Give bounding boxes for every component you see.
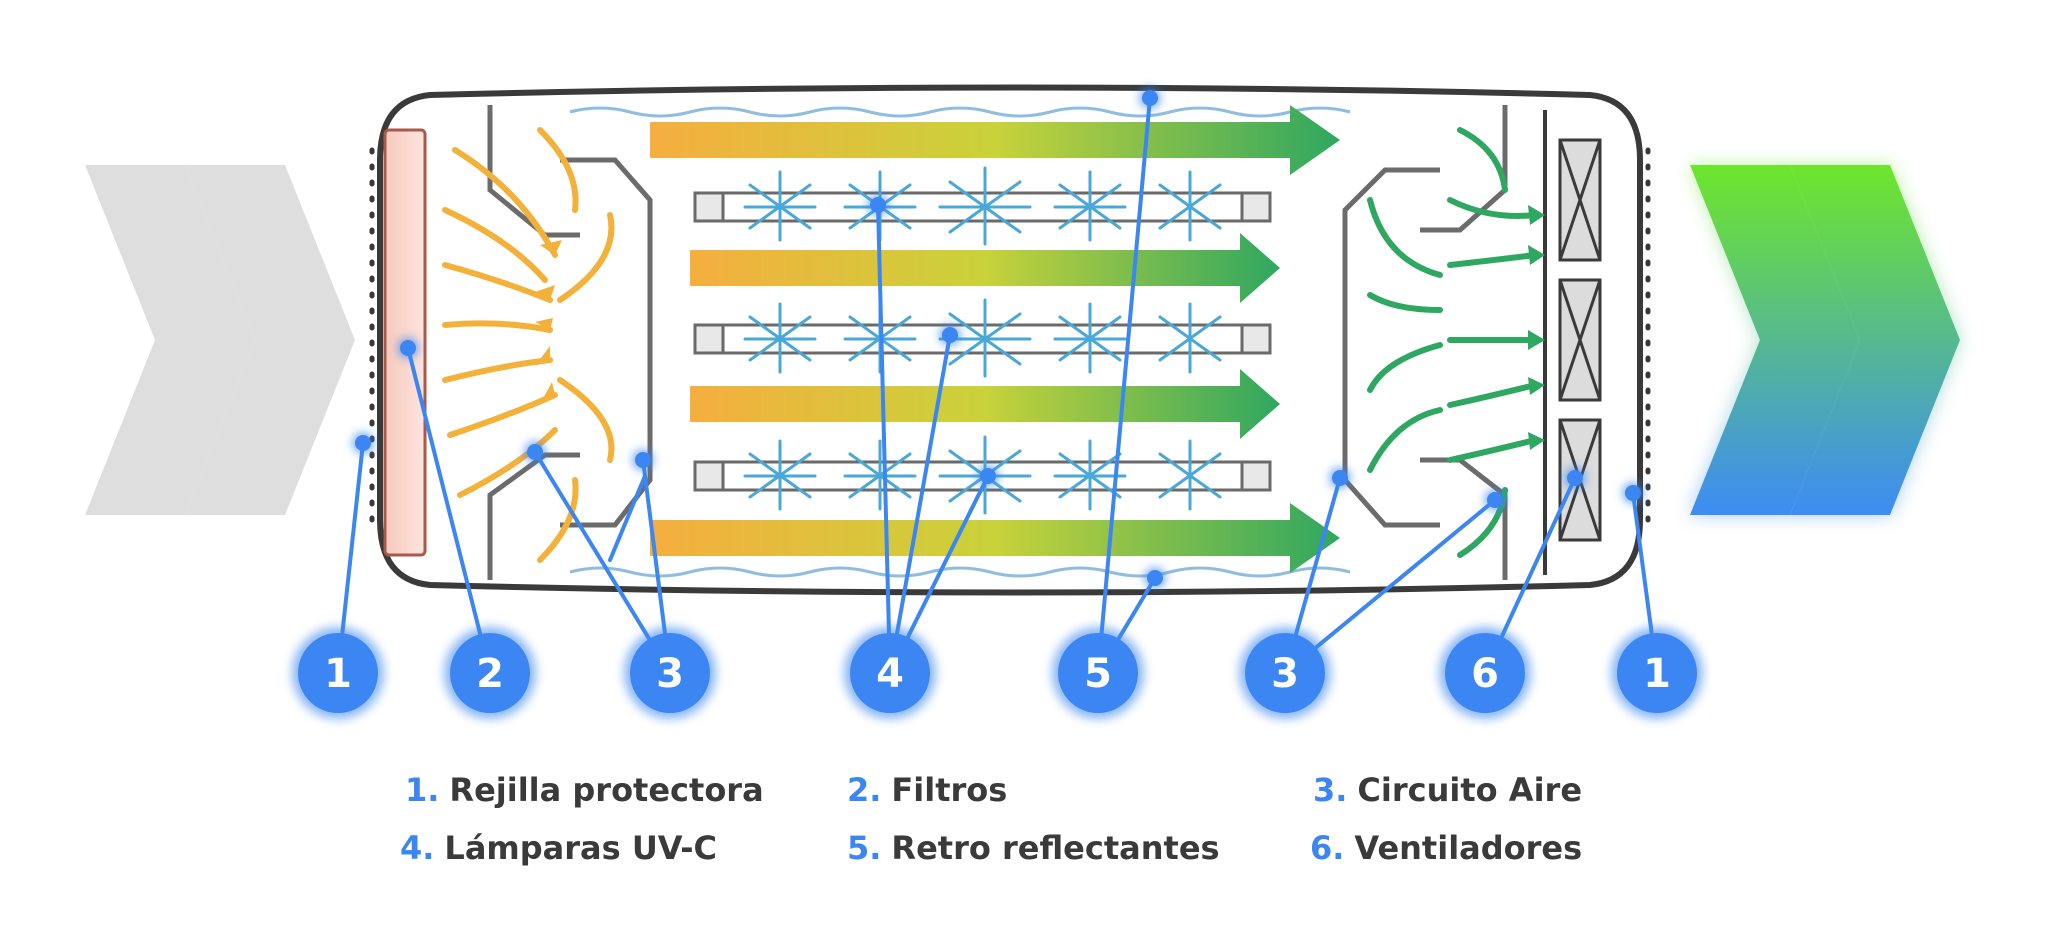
legend-item: 4.Lámparas UV-C bbox=[400, 828, 717, 868]
badge-1-right: 1 bbox=[1611, 627, 1703, 719]
legend-item: 5.Retro reflectantes bbox=[847, 828, 1220, 868]
badge-3-right: 3 bbox=[1239, 627, 1331, 719]
outlet-airflow bbox=[1367, 127, 1538, 558]
legend-item: 1.Rejilla protectora bbox=[405, 770, 764, 810]
legend-number: 6. bbox=[1310, 829, 1345, 867]
legend-label: Circuito Aire bbox=[1357, 771, 1583, 809]
badge-number: 5 bbox=[1084, 651, 1112, 697]
reflector-top bbox=[569, 106, 1351, 118]
badge-4: 4 bbox=[844, 627, 936, 719]
badge-3-left: 3 bbox=[624, 627, 716, 719]
badge-2: 2 bbox=[444, 627, 536, 719]
badge-number: 1 bbox=[324, 651, 352, 697]
badge-number: 6 bbox=[1471, 651, 1499, 697]
legend-label: Retro reflectantes bbox=[891, 829, 1220, 867]
legend-label: Filtros bbox=[891, 771, 1008, 809]
reflector-bottom bbox=[569, 566, 1351, 578]
legend-label: Lámparas UV-C bbox=[444, 829, 717, 867]
legend-item: 3.Circuito Aire bbox=[1313, 770, 1582, 810]
callout-badges: 1 2 3 4 5 3 6 bbox=[292, 627, 1703, 719]
badge-1-left: 1 bbox=[292, 627, 384, 719]
badge-number: 3 bbox=[656, 651, 684, 697]
badge-number: 1 bbox=[1643, 651, 1671, 697]
legend-number: 3. bbox=[1313, 771, 1348, 809]
badge-5: 5 bbox=[1052, 627, 1144, 719]
badge-6: 6 bbox=[1439, 627, 1531, 719]
output-arrow-icon bbox=[1690, 165, 1960, 515]
legend: 1.Rejilla protectora 2.Filtros 3.Circuit… bbox=[0, 770, 2048, 890]
legend-label: Rejilla protectora bbox=[449, 771, 764, 809]
badge-number: 3 bbox=[1271, 651, 1299, 697]
intake-arrow-icon bbox=[85, 165, 355, 515]
legend-number: 4. bbox=[400, 829, 435, 867]
inlet-airflow bbox=[442, 127, 615, 563]
uv-lamps bbox=[693, 166, 1272, 515]
leader-dots bbox=[353, 88, 1643, 588]
legend-number: 5. bbox=[847, 829, 882, 867]
fan-icon bbox=[1558, 138, 1602, 542]
badge-number: 2 bbox=[476, 651, 504, 697]
legend-number: 1. bbox=[405, 771, 440, 809]
outlet-arrowheads bbox=[1528, 205, 1545, 450]
legend-item: 2.Filtros bbox=[847, 770, 1007, 810]
air-circuit-left bbox=[487, 105, 653, 580]
badge-number: 4 bbox=[876, 651, 904, 697]
inlet-arrowheads bbox=[535, 240, 562, 404]
legend-item: 6.Ventiladores bbox=[1310, 828, 1582, 868]
legend-label: Ventiladores bbox=[1354, 829, 1583, 867]
legend-number: 2. bbox=[847, 771, 882, 809]
